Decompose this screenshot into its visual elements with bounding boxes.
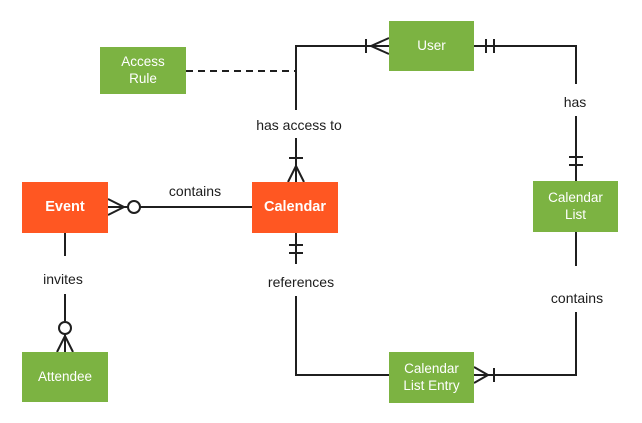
entity-attendee[interactable]: Attendee — [22, 352, 108, 402]
entity-access-rule[interactable]: Access Rule — [100, 47, 186, 94]
entity-calendar-list-entry-label: Calendar List Entry — [403, 360, 460, 393]
exactly-one-ticks-icon — [289, 244, 303, 254]
entity-user-label: User — [417, 37, 446, 53]
entity-access-rule-label: Access Rule — [121, 53, 165, 86]
entity-calendar-label: Calendar — [263, 199, 327, 216]
entity-event-label: Event — [45, 199, 85, 216]
relationship-label-has: has — [560, 94, 590, 110]
crows-foot-many-icon — [473, 366, 489, 384]
crows-foot-many-icon — [56, 334, 74, 353]
edge-entry-references-calendar — [289, 233, 389, 376]
edge-line — [295, 296, 389, 376]
entity-calendar-list-label: Calendar List — [548, 189, 603, 222]
relationship-label-contains-event: contains — [165, 183, 225, 199]
edge-line — [474, 45, 577, 84]
entity-calendar[interactable]: Calendar — [252, 182, 338, 233]
relationship-label-references: references — [264, 274, 338, 290]
edge-user-has-calendar-list — [474, 39, 583, 181]
entity-attendee-label: Attendee — [37, 368, 93, 384]
zero-circle-icon — [127, 200, 141, 214]
edge-line — [295, 45, 371, 110]
edge-line — [488, 312, 577, 376]
relationship-label-contains-list: contains — [547, 290, 607, 306]
relationship-label-has-access-to: has access to — [253, 117, 345, 133]
entity-user[interactable]: User — [389, 21, 474, 71]
edge-calendar-list-contains-entry — [473, 232, 577, 384]
entity-calendar-list[interactable]: Calendar List — [533, 181, 618, 232]
edge-calendar-contains-event — [107, 198, 252, 216]
zero-circle-icon — [58, 321, 72, 335]
relationship-label-invites: invites — [40, 271, 86, 287]
entity-event[interactable]: Event — [22, 182, 108, 233]
crows-foot-many-icon — [287, 165, 305, 183]
entity-calendar-list-entry[interactable]: Calendar List Entry — [389, 352, 474, 403]
crows-foot-many-icon — [370, 37, 390, 55]
exactly-one-ticks-icon — [569, 156, 583, 166]
crows-foot-many-icon — [107, 198, 128, 216]
edge-user-has-access-to-calendar — [287, 37, 390, 183]
edge-event-invites-attendee — [56, 233, 74, 353]
